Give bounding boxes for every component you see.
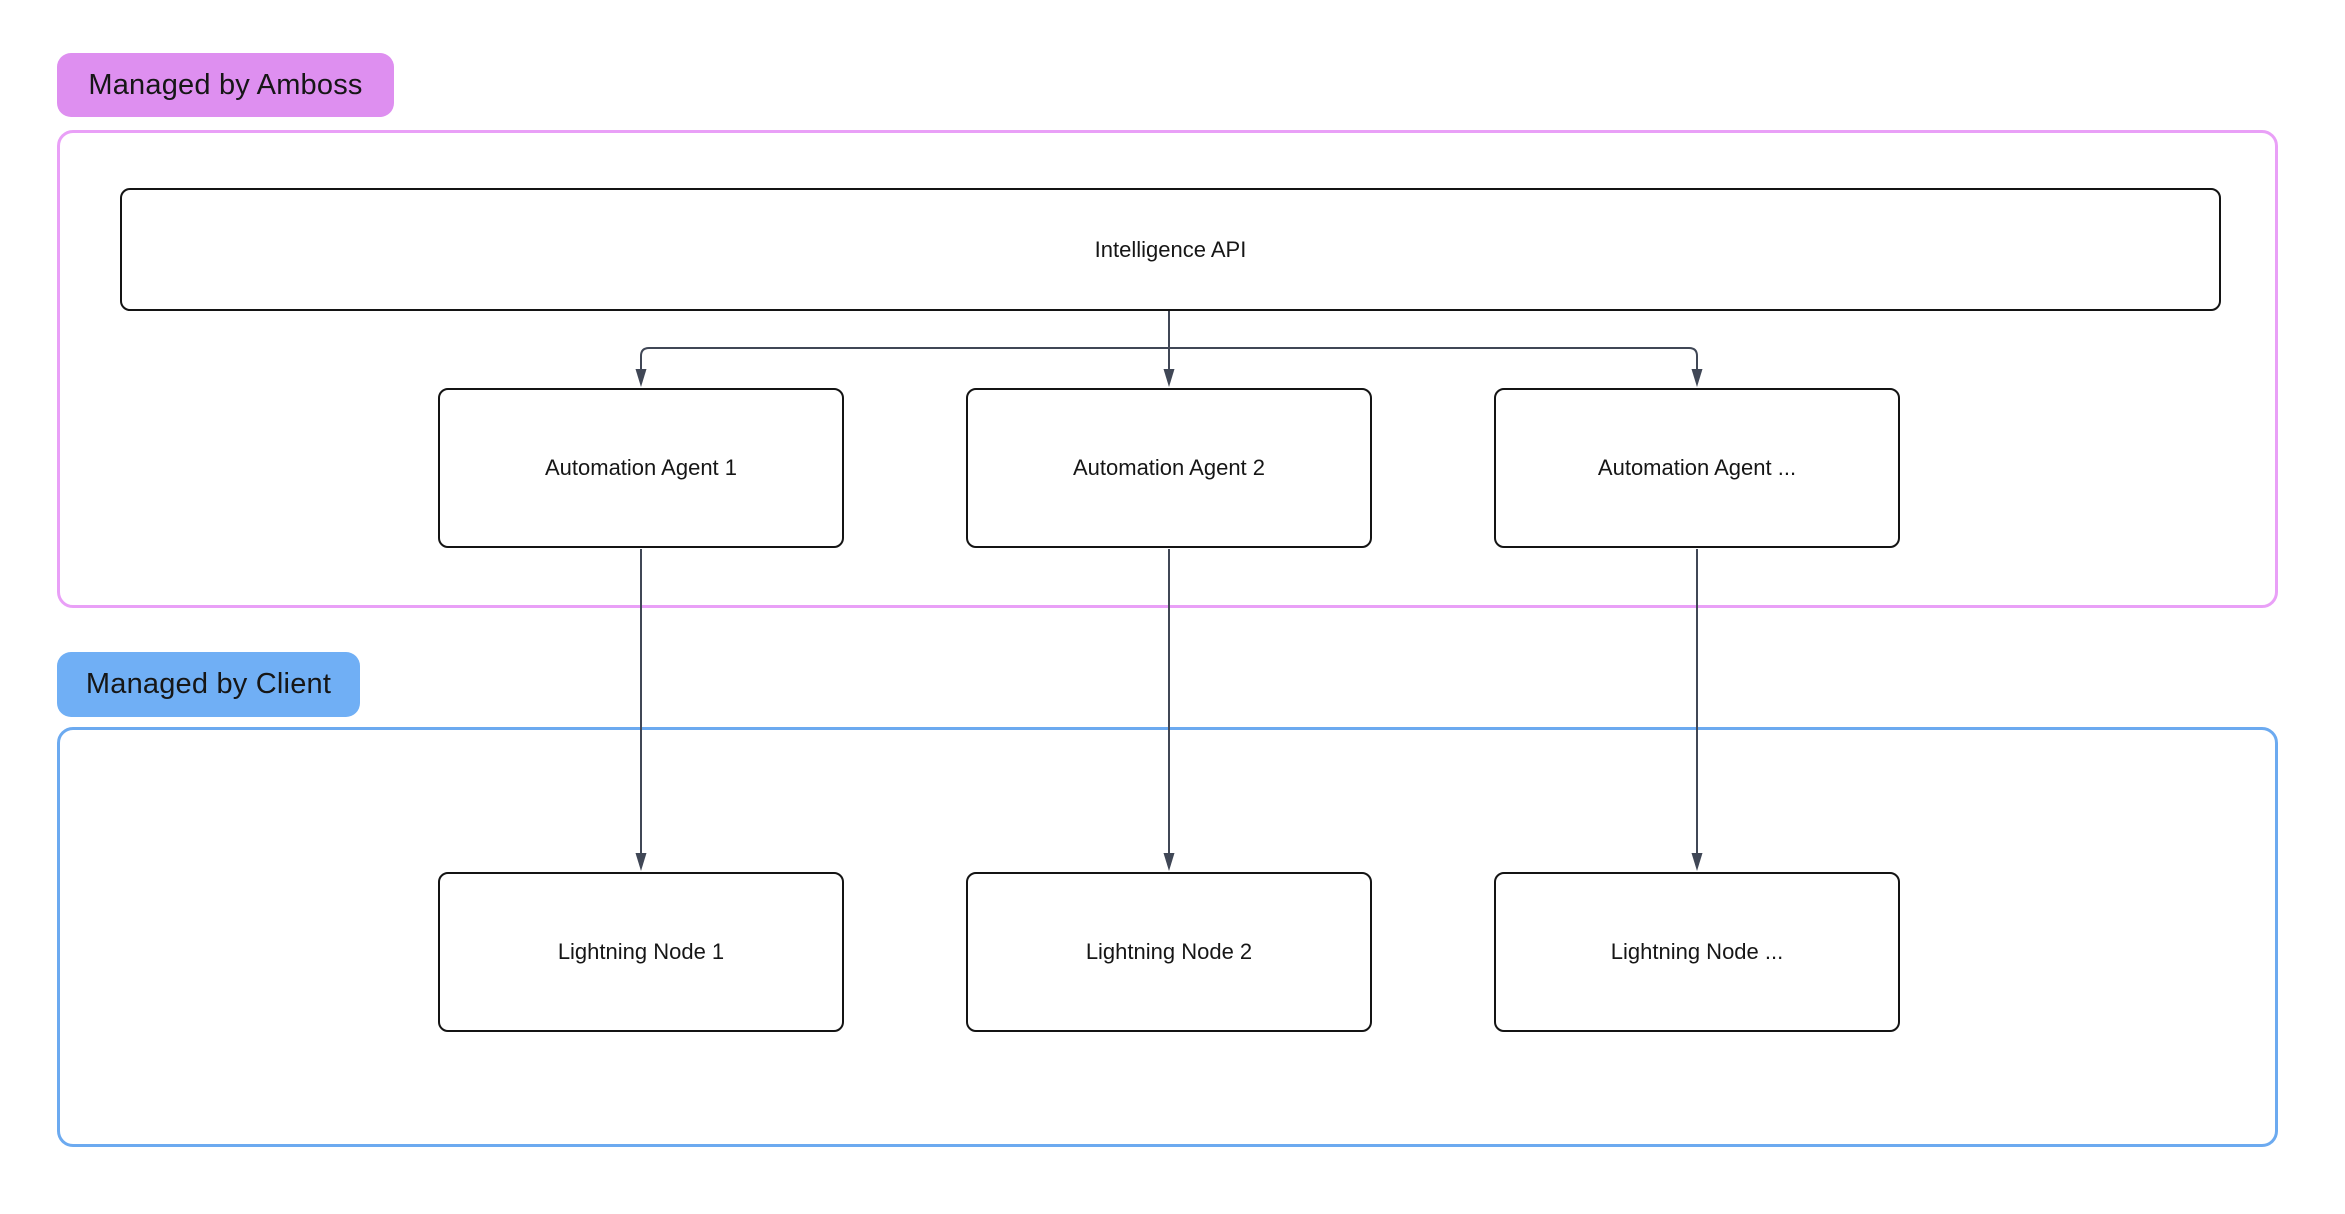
node-automation-agent-1: Automation Agent 1 — [438, 388, 844, 548]
node-intelligence-api-label: Intelligence API — [1094, 236, 1247, 262]
node-automation-agent-more: Automation Agent ... — [1494, 388, 1900, 548]
node-lightning-node-more: Lightning Node ... — [1494, 872, 1900, 1032]
section-label-managed-by-client: Managed by Client — [57, 652, 360, 717]
node-lightning-node-1-label: Lightning Node 1 — [557, 939, 725, 964]
node-lightning-node-2: Lightning Node 2 — [966, 872, 1372, 1032]
node-lightning-node-1: Lightning Node 1 — [438, 872, 844, 1032]
node-automation-agent-more-label: Automation Agent ... — [1597, 455, 1797, 480]
node-automation-agent-1-label: Automation Agent 1 — [544, 455, 738, 480]
node-lightning-node-2-label: Lightning Node 2 — [1085, 939, 1253, 964]
node-automation-agent-2: Automation Agent 2 — [966, 388, 1372, 548]
section-container-managed-by-amboss — [57, 130, 2278, 608]
node-intelligence-api: Intelligence API — [120, 188, 2221, 311]
section-container-managed-by-client — [57, 727, 2278, 1147]
node-automation-agent-2-label: Automation Agent 2 — [1072, 455, 1266, 480]
node-lightning-node-more-label: Lightning Node ... — [1610, 939, 1784, 964]
section-label-managed-by-amboss: Managed by Amboss — [57, 53, 394, 117]
